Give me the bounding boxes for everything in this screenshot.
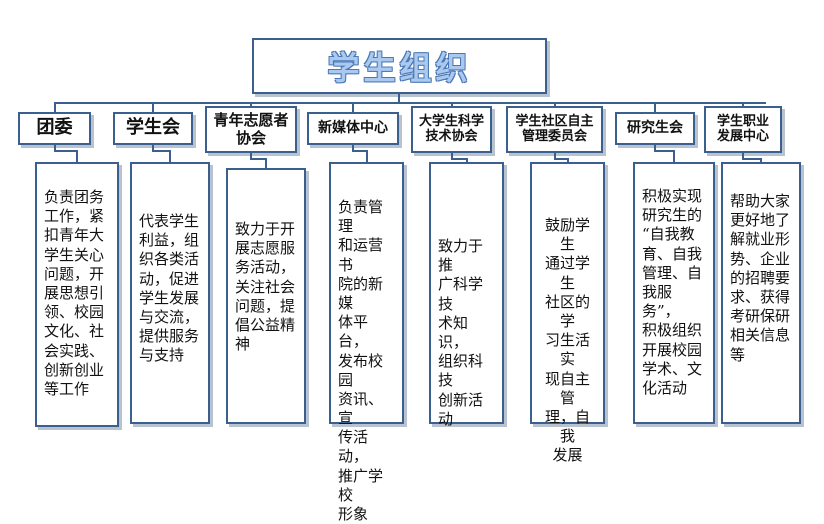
org-header: 学生社区自主 管理委员会 xyxy=(506,106,603,153)
org-header: 研究生会 xyxy=(615,112,695,145)
connector-elbow xyxy=(742,158,762,160)
org-header: 学生职业 发展中心 xyxy=(704,106,782,153)
connector-elbow xyxy=(169,151,171,162)
connector-elbow xyxy=(465,159,468,162)
connector-elbow xyxy=(673,151,675,162)
connector-drop xyxy=(654,103,656,112)
org-header: 大学生科学 技术协会 xyxy=(411,106,492,153)
connector-drop xyxy=(152,103,154,112)
org-header: 团委 xyxy=(18,112,91,145)
org-description: 代表学生 利益，组 织各类活 动，促进 学生发展 与交流， 提供服务 与支持 xyxy=(130,162,210,424)
connector-elbow xyxy=(450,158,468,160)
org-description: 积极实现 研究生的 “自我教 育、自我 管理、自 我服务”， 积极组织 开展校园… xyxy=(633,162,715,424)
connector-elbow xyxy=(250,158,267,160)
connector-elbow xyxy=(654,145,656,151)
org-header: 青年志愿者 协会 xyxy=(205,106,297,153)
connector-elbow xyxy=(553,153,556,159)
connector-drop xyxy=(742,103,744,106)
connector-drop xyxy=(352,103,354,112)
connector-elbow xyxy=(352,145,354,151)
connector-elbow xyxy=(53,150,78,152)
connector-elbow xyxy=(654,150,675,152)
org-description: 负责管理 和运营书 院的新媒 体平台， 发布校园 资讯、宣 传活动， 推广学校 … xyxy=(329,162,404,523)
org-description: 负责团务 工作，紧 扣青年大 学生关心 问题，开 展思想引 领、校园 文化、社 … xyxy=(35,162,119,427)
org-description: 鼓励学生 通过学生 社区的学 习生活实 现自主管 理，自我 发展 xyxy=(530,162,605,464)
connector-elbow xyxy=(265,159,267,168)
org-header: 新媒体中心 xyxy=(307,112,399,145)
connector-elbow xyxy=(76,151,78,162)
org-description: 致力于推 广科学技 术知识， 组织科技 创新活动 xyxy=(429,162,504,428)
horizontal-connector xyxy=(54,102,766,104)
connector-elbow xyxy=(352,150,368,152)
org-description: 致力于开 展志愿服 务活动， 关注社会 问题，提 倡公益精 神 xyxy=(226,168,306,424)
connector-elbow xyxy=(152,150,171,152)
connector-drop xyxy=(250,103,252,106)
connector-elbow xyxy=(553,158,569,160)
connector-elbow xyxy=(450,153,453,159)
connector-elbow xyxy=(152,145,154,151)
root-node: 学生组织 xyxy=(252,38,547,94)
connector-elbow xyxy=(250,153,252,159)
connector-elbow xyxy=(760,159,762,162)
connector-elbow xyxy=(365,151,368,162)
root-connector xyxy=(398,94,400,103)
connector-elbow xyxy=(742,153,744,159)
connector-drop xyxy=(53,103,56,112)
org-description: 帮助大家 更好地了 解就业形 势、企业 的招聘要 求、获得 考研保研 相关信息 … xyxy=(721,162,801,424)
connector-elbow xyxy=(566,159,569,162)
connector-drop xyxy=(553,103,556,106)
connector-elbow xyxy=(53,145,56,151)
org-header: 学生会 xyxy=(113,112,193,145)
connector-drop xyxy=(450,103,453,106)
